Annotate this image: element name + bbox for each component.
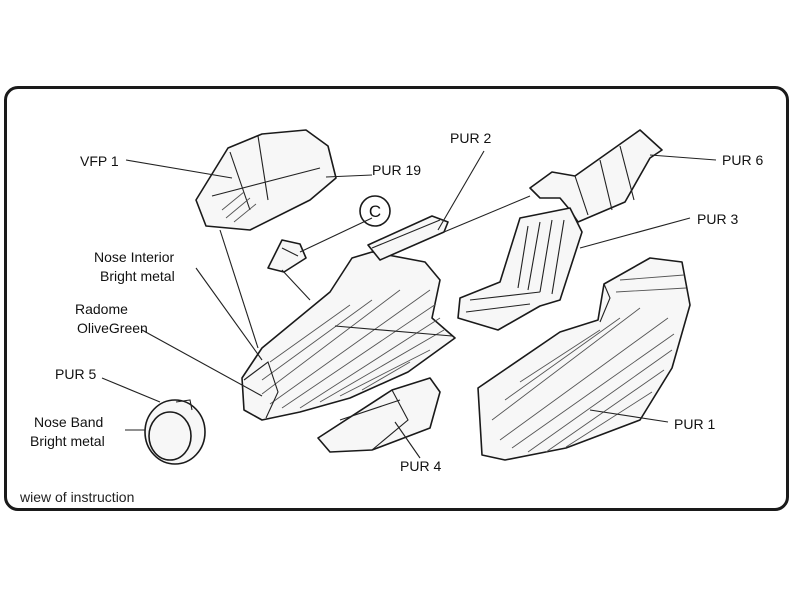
label-pur3: PUR 3 (697, 211, 738, 227)
label-nose-interior-line1: Nose Interior (94, 249, 174, 265)
label-nose-band-line1: Nose Band (34, 414, 103, 430)
label-pur6: PUR 6 (722, 152, 763, 168)
caption: wiew of instruction (19, 489, 134, 505)
part-pur19 (267, 239, 307, 273)
label-nose-interior-line2: Bright metal (100, 268, 175, 284)
label-pur19: PUR 19 (372, 162, 421, 178)
part-pur6 (529, 129, 663, 223)
part-vfp1 (195, 129, 337, 231)
part-pur4 (317, 377, 441, 453)
label-radome-line1: Radome (75, 301, 128, 317)
c-marker-text: C (369, 202, 381, 221)
leader-lines (101, 150, 717, 459)
c-marker: C (359, 195, 391, 227)
label-pur1: PUR 1 (674, 416, 715, 432)
label-vfp1: VFP 1 (80, 153, 119, 169)
label-pur2: PUR 2 (450, 130, 491, 146)
label-nose-band-line2: Bright metal (30, 433, 105, 449)
label-radome-line2: OliveGreen (77, 320, 148, 336)
label-pur5: PUR 5 (55, 366, 96, 382)
part-fuselage-center (241, 251, 456, 421)
part-pur1 (477, 257, 691, 461)
part-pur3 (457, 207, 583, 331)
part-pur2 (367, 215, 449, 261)
label-pur4: PUR 4 (400, 458, 441, 474)
part-pur5 (144, 399, 206, 465)
